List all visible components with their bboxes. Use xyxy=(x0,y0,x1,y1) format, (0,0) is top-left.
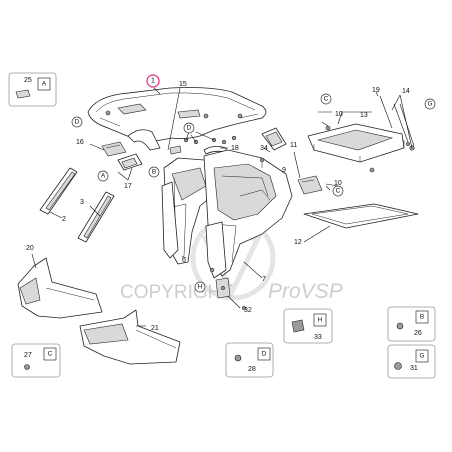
detail-box-a[interactable]: A 25 xyxy=(8,72,57,107)
detail-box-a-letter: A xyxy=(42,81,47,88)
a-pillar-right-part[interactable] xyxy=(77,191,115,243)
callout-3: 3 xyxy=(80,199,84,206)
callout-13: 13 xyxy=(360,112,368,119)
detail-box-g-number: 31 xyxy=(410,365,418,372)
svg-text:D: D xyxy=(75,119,80,126)
detail-box-c-number: 27 xyxy=(24,352,32,359)
callout-16: 16 xyxy=(76,139,84,146)
callout-6: 6 xyxy=(182,257,186,264)
detail-box-h[interactable]: H 33 xyxy=(283,308,333,344)
parcel-tray-part[interactable] xyxy=(307,123,405,163)
visor-part[interactable] xyxy=(117,153,143,171)
callout-17: 17 xyxy=(124,183,132,190)
callout-19: 19 xyxy=(372,87,380,94)
fastener-part[interactable] xyxy=(209,267,246,310)
detail-box-g-part xyxy=(394,362,402,370)
trim-panel-part[interactable] xyxy=(297,175,323,195)
callout-numbers: 15 16 17 18 34 9 11 10 10 13 19 14 12 2 … xyxy=(26,81,410,332)
marker-g-1: G xyxy=(424,98,436,110)
callout-20: 20 xyxy=(26,245,34,252)
callout-9: 9 xyxy=(282,167,286,174)
callout-12: 12 xyxy=(294,239,302,246)
callout-21: 21 xyxy=(151,325,159,332)
handle-part[interactable] xyxy=(169,145,227,155)
small-clip-34 xyxy=(259,157,265,168)
quarter-trim-part[interactable] xyxy=(203,149,293,279)
svg-text:H: H xyxy=(198,284,203,291)
marker-c-2: C xyxy=(332,185,344,197)
callout-18: 18 xyxy=(231,145,239,152)
detail-box-g-letter: G xyxy=(419,353,424,360)
detail-box-c-part xyxy=(24,364,30,370)
detail-box-h-letter: H xyxy=(318,317,323,324)
detail-box-d-part xyxy=(234,354,242,362)
svg-text:G: G xyxy=(427,101,432,108)
detail-box-h-number: 33 xyxy=(314,334,322,341)
sill-trim-right-part[interactable] xyxy=(79,309,181,365)
svg-text:A: A xyxy=(101,173,106,180)
marker-a-1: A xyxy=(97,170,109,182)
callout-11: 11 xyxy=(290,142,297,149)
callout-2: 2 xyxy=(62,216,66,223)
callout-7: 7 xyxy=(262,276,266,283)
marker-c-1: C xyxy=(320,93,332,105)
leader-lines xyxy=(31,87,413,327)
marker-h-1: H xyxy=(194,281,206,293)
callout-10a: 10 xyxy=(335,111,343,118)
callout-14: 14 xyxy=(402,88,410,95)
detail-box-a-part xyxy=(15,89,31,99)
detail-box-d-number: 28 xyxy=(248,366,256,373)
svg-text:B: B xyxy=(152,169,156,176)
detail-box-b[interactable]: B 26 xyxy=(387,306,436,342)
detail-box-b-letter: B xyxy=(420,314,424,321)
headliner-part[interactable] xyxy=(87,87,267,151)
svg-text:C: C xyxy=(336,188,341,195)
callout-15: 15 xyxy=(179,81,187,88)
callout-10b: 10 xyxy=(334,180,342,187)
marker-d-1: D xyxy=(71,116,83,128)
callout-34: 34 xyxy=(260,145,268,152)
sill-trim-left-part[interactable] xyxy=(17,257,103,319)
detail-box-a-number: 25 xyxy=(24,77,32,84)
highlight-callout-1[interactable]: 1 xyxy=(146,74,160,88)
watermark-provsp: ProVSP xyxy=(268,280,343,303)
bracket-part[interactable] xyxy=(261,127,287,151)
marker-d-2: D xyxy=(183,122,195,134)
detail-box-b-part xyxy=(396,322,404,330)
svg-text:C: C xyxy=(324,96,329,103)
detail-box-g[interactable]: G 31 xyxy=(387,344,436,379)
detail-box-b-number: 26 xyxy=(414,330,422,337)
a-pillar-left-part[interactable] xyxy=(39,167,78,215)
detail-box-d-letter: D xyxy=(262,351,267,358)
svg-text:D: D xyxy=(187,125,192,132)
letter-markers: D D A B C G C H xyxy=(71,93,436,293)
clip-row xyxy=(183,131,237,145)
highlight-number: 1 xyxy=(151,78,155,85)
detail-box-c[interactable]: C 27 xyxy=(11,343,61,378)
detail-box-c-letter: C xyxy=(48,351,53,358)
marker-b-1: B xyxy=(148,166,160,178)
side-trim-part[interactable] xyxy=(161,157,217,265)
lamp-part[interactable] xyxy=(101,141,127,157)
floor-mat-part[interactable] xyxy=(303,203,419,229)
callout-32: 32 xyxy=(244,307,252,314)
detail-box-h-part xyxy=(291,319,305,333)
detail-box-d[interactable]: D 28 xyxy=(225,342,274,378)
